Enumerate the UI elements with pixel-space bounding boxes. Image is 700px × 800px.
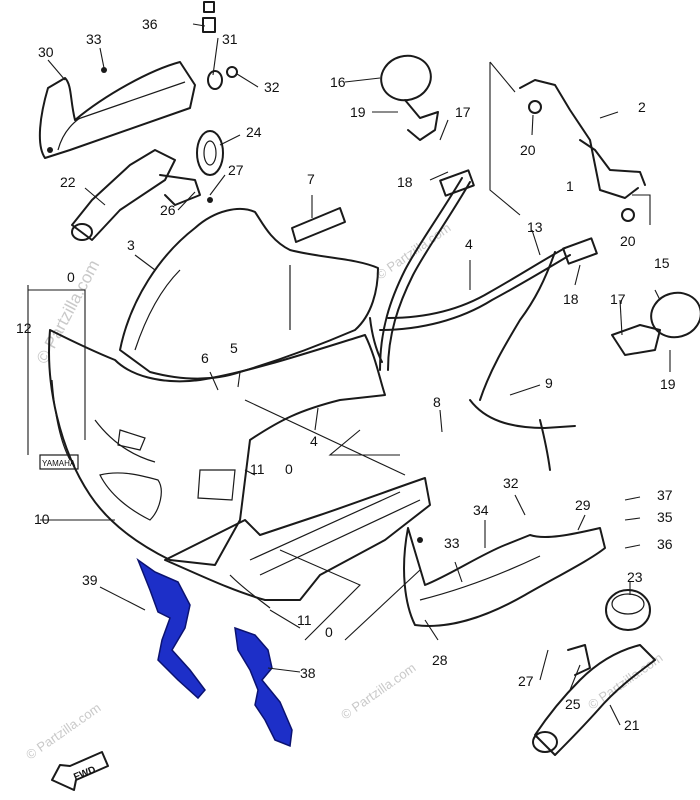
callout-13: 13 [527, 219, 543, 235]
part-39-highlighted [136, 557, 206, 700]
part-decal-7 [291, 207, 346, 243]
callout-18-right: 18 [563, 291, 579, 307]
callout-20-upper: 20 [520, 142, 536, 158]
callout-38: 38 [300, 665, 316, 681]
part-grommet-23 [605, 589, 651, 631]
part-duct-21 [532, 644, 656, 756]
callout-17-right: 17 [610, 291, 626, 307]
part-bracket-1 [519, 79, 646, 222]
callout-27: 27 [228, 162, 244, 178]
callout-numbers: 36 33 30 31 32 24 27 22 26 3 7 0 12 16 1… [16, 16, 676, 733]
callout-10-left: 10 [34, 511, 50, 527]
callout-20-lower: 20 [620, 233, 636, 249]
fwd-arrow: FWD [51, 751, 109, 791]
callout-16: 16 [330, 74, 346, 90]
callout-27-lower: 27 [518, 673, 534, 689]
callout-1: 1 [566, 178, 574, 194]
part-38-highlighted [234, 626, 293, 748]
callout-7: 7 [307, 171, 315, 187]
callout-22: 22 [60, 174, 76, 190]
callout-39: 39 [82, 572, 98, 588]
callout-35: 35 [657, 509, 673, 525]
part-mirror-right [611, 291, 700, 356]
callout-33-lower: 33 [444, 535, 460, 551]
part-duct-left-upper [38, 61, 196, 159]
part-windscreen [119, 208, 379, 380]
callout-5: 5 [230, 340, 238, 356]
callout-4-lower: 4 [310, 433, 318, 449]
callout-19-right: 19 [660, 376, 676, 392]
fasteners-top-left [101, 1, 238, 203]
callout-34: 34 [473, 502, 489, 518]
part-fairing-upper [39, 329, 386, 566]
callout-32-lower: 32 [503, 475, 519, 491]
callout-26: 26 [160, 202, 176, 218]
callout-36: 36 [142, 16, 158, 32]
callout-23: 23 [627, 569, 643, 585]
callout-11-low: 11 [297, 612, 312, 628]
callout-15: 15 [654, 255, 670, 271]
callout-19-left: 19 [350, 104, 366, 120]
callout-31: 31 [222, 31, 238, 47]
callout-6: 6 [201, 350, 209, 366]
callout-17-left: 17 [455, 104, 471, 120]
callout-11-mid: 11 [250, 461, 265, 477]
part-cap-24 [196, 130, 224, 176]
callout-18-left: 18 [397, 174, 413, 190]
callout-24: 24 [246, 124, 262, 140]
callout-8: 8 [433, 394, 441, 410]
callout-0-mid: 0 [285, 461, 293, 477]
callout-36-lower: 36 [657, 536, 673, 552]
part-stay-frame [369, 169, 598, 471]
callout-32: 32 [264, 79, 280, 95]
part-fairing-side [164, 477, 431, 609]
callout-29: 29 [575, 497, 591, 513]
callout-12: 12 [16, 320, 32, 336]
callout-30: 30 [38, 44, 54, 60]
callout-4-upper: 4 [465, 236, 473, 252]
callout-33: 33 [86, 31, 102, 47]
callout-2: 2 [638, 99, 646, 115]
yamaha-decal-text: YAMAHA [42, 459, 76, 468]
watermark-tile: © Partzilla.com [23, 700, 103, 763]
callout-25: 25 [565, 696, 581, 712]
part-lower-cowl [403, 527, 606, 627]
callout-9: 9 [545, 375, 553, 391]
watermark-tile: © Partzilla.com [338, 660, 418, 723]
callout-3: 3 [127, 237, 135, 253]
callout-28: 28 [432, 652, 448, 668]
callout-37: 37 [657, 487, 673, 503]
callout-21: 21 [624, 717, 640, 733]
callout-10-top: 0 [67, 269, 75, 285]
part-mirror-left [380, 54, 439, 141]
callout-0-low: 0 [325, 624, 333, 640]
part-duct-left-lower [71, 149, 201, 241]
leader-lines [27, 23, 671, 726]
fwd-label: FWD [72, 764, 97, 783]
